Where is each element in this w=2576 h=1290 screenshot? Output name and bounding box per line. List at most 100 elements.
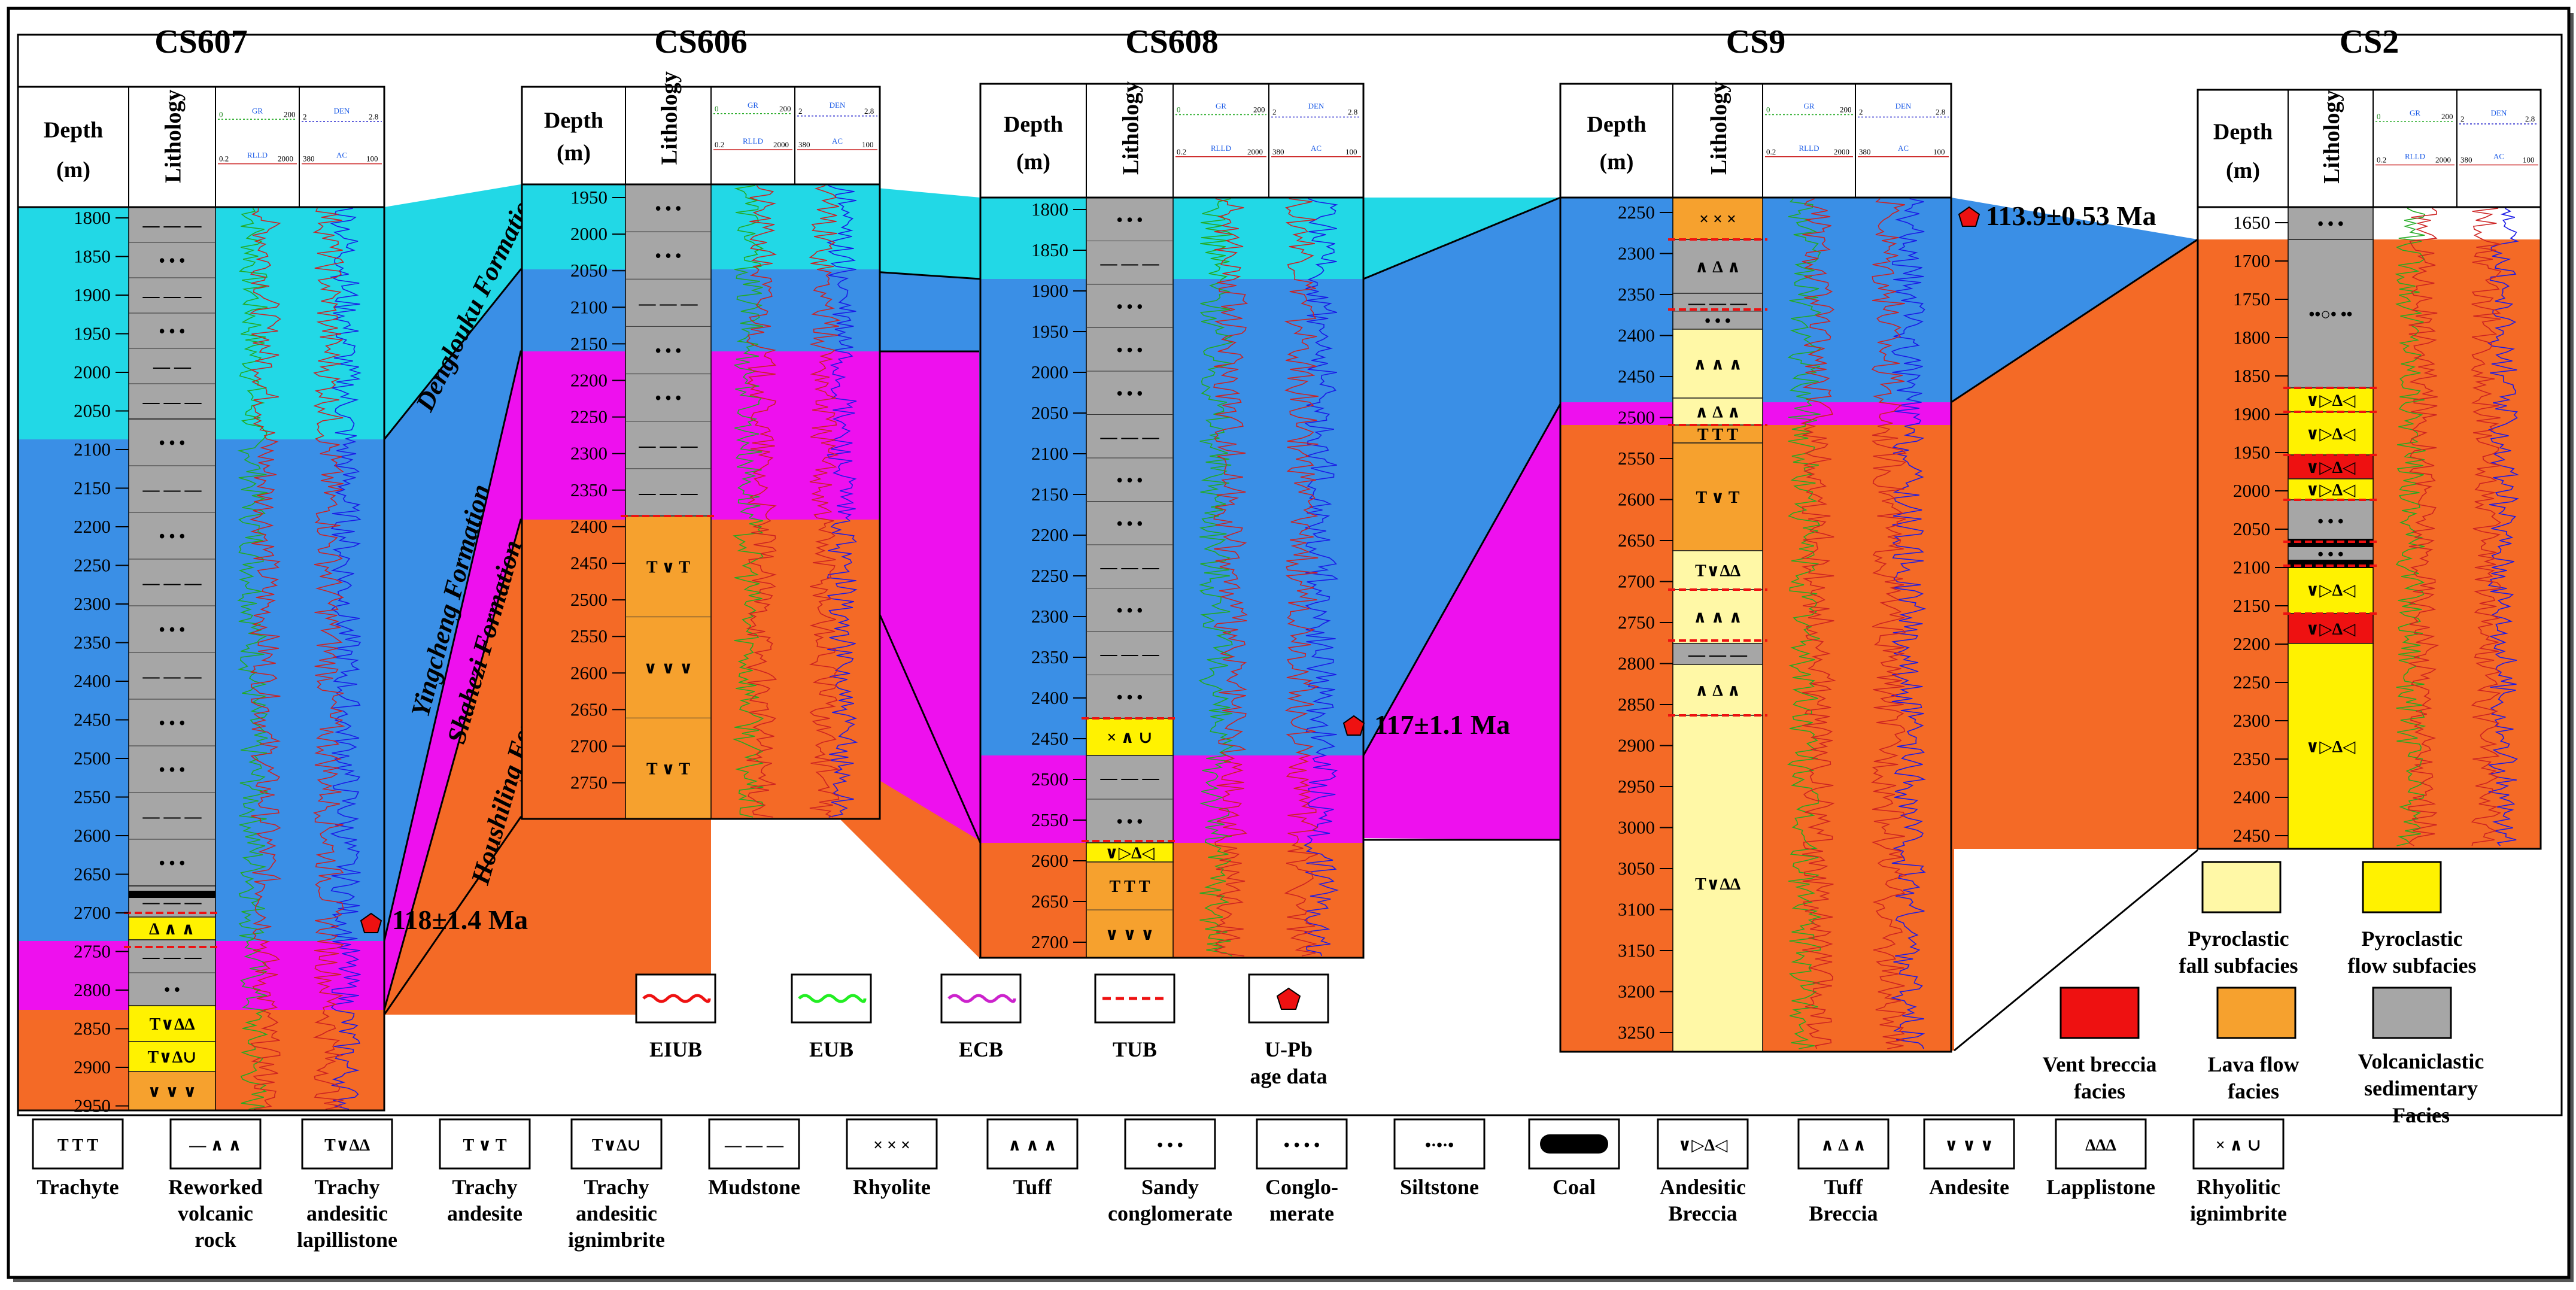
pyro-flow-label-2: flow subfacies xyxy=(2348,954,2477,978)
svg-text:2000: 2000 xyxy=(2435,156,2451,165)
svg-text:2000: 2000 xyxy=(1247,147,1263,156)
lith-legend-label: Mudstone xyxy=(708,1175,800,1199)
depth-tick-label: 1900 xyxy=(1031,280,1068,301)
lith-legend-swatch xyxy=(1393,1118,1486,1170)
lith-legend-label: merate xyxy=(1269,1201,1334,1225)
lith-symbol: ∧ ∆ ∧ xyxy=(1695,258,1741,277)
depth-axis: 1800185019001950200020502100215022002250… xyxy=(74,207,129,1116)
depth-tick-label: 1950 xyxy=(570,187,607,208)
svg-text:380: 380 xyxy=(2460,156,2472,165)
lith-legend-label: andesite xyxy=(447,1201,523,1225)
lith-legend-swatch xyxy=(1657,1118,1749,1170)
lith-symbol: T ∨ T xyxy=(1696,488,1739,507)
depth-tick-label: 2300 xyxy=(2233,710,2270,731)
legend-upb-label-2: age data xyxy=(1250,1064,1328,1088)
lith-legend-label: Andesite xyxy=(1929,1175,2009,1199)
lithology-header: Lithology xyxy=(2319,90,2344,184)
depth-tick-label: 2500 xyxy=(74,748,111,769)
lith-legend-swatch xyxy=(301,1118,393,1170)
svg-text:380: 380 xyxy=(303,154,315,163)
pentagon-icon xyxy=(1958,206,1980,227)
depth-tick-label: 2450 xyxy=(2233,825,2270,846)
lith-legend-swatch xyxy=(169,1118,262,1170)
log-curve xyxy=(809,185,841,818)
svg-text:RLLD: RLLD xyxy=(1211,144,1231,153)
lith-legend-swatch xyxy=(846,1118,938,1170)
swatch-volcaniclastic xyxy=(2372,987,2452,1039)
lith-symbol: — — — xyxy=(1100,254,1160,273)
depth-axis: 2250230023502400245025002550260026502700… xyxy=(1618,202,1673,1043)
lith-legend-item: •·•·•Siltstone xyxy=(1393,1118,1486,1199)
svg-text:380: 380 xyxy=(1859,147,1871,156)
svg-text:380: 380 xyxy=(1272,147,1284,156)
depth-tick-label: 2950 xyxy=(1618,776,1655,797)
lith-interval xyxy=(2288,239,2374,388)
depth-tick-label: 3050 xyxy=(1618,858,1655,879)
depth-header: Depth xyxy=(1587,112,1646,137)
depth-tick-label: 1800 xyxy=(1031,199,1068,220)
age-label-cs9: 113.9±0.53 Ma xyxy=(1986,201,2156,231)
lith-symbol: ∨▷∆◁ xyxy=(2306,481,2356,500)
svg-text:AC: AC xyxy=(1898,144,1909,153)
lithology-header: Lithology xyxy=(161,90,186,183)
lith-symbol: T ∨ T xyxy=(646,558,690,576)
depth-tick-label: 2700 xyxy=(1031,931,1068,952)
depth-tick-label: 2900 xyxy=(1618,735,1655,756)
lith-symbol: T T T xyxy=(1697,426,1738,444)
depth-tick-label: 1950 xyxy=(2233,442,2270,463)
depth-tick-label: 2300 xyxy=(570,443,607,464)
depth-tick-label: 2700 xyxy=(74,902,111,923)
depth-tick-label: 2400 xyxy=(2233,787,2270,808)
lith-legend-label: andesitic xyxy=(576,1201,657,1225)
depth-tick-label: 2850 xyxy=(1618,694,1655,715)
svg-text:RLLD: RLLD xyxy=(247,151,268,160)
svg-text:2.8: 2.8 xyxy=(2525,114,2535,123)
lith-legend-symbol: — ∧ ∧ xyxy=(189,1136,241,1155)
lith-symbol: ∧ ∆ ∧ xyxy=(1695,682,1741,700)
depth-tick-label: 2950 xyxy=(74,1095,111,1116)
lith-legend-symbol: — — — xyxy=(724,1136,784,1155)
volc-label-1: Volcaniclastic xyxy=(2358,1049,2484,1073)
lith-legend-label: ignimbrite xyxy=(568,1228,665,1252)
depth-header: Depth xyxy=(2213,119,2273,144)
lithology-column: • • •— — —• • •• • •• • •— — —• • •• • •… xyxy=(1082,197,1178,958)
log-curve xyxy=(2407,208,2440,846)
lith-interval xyxy=(1672,329,1763,399)
pentagon-icon xyxy=(1276,987,1301,1010)
log-curves xyxy=(1787,198,1927,1049)
lith-symbol: • • • xyxy=(159,323,185,341)
lith-legend-label: volcanic xyxy=(178,1201,253,1225)
lithology-column: — — —• • •— — —• • •— —— — —• • •— — —• … xyxy=(124,207,220,1111)
log-curves xyxy=(237,208,362,1110)
depth-tick-label: 2550 xyxy=(1031,809,1068,830)
svg-text:100: 100 xyxy=(2523,156,2535,165)
log-curve xyxy=(249,208,282,1110)
svg-text:2: 2 xyxy=(1272,108,1277,117)
depth-tick-label: 2550 xyxy=(74,787,111,808)
lith-symbol: • • • xyxy=(2317,512,2343,531)
svg-text:100: 100 xyxy=(366,154,378,163)
lith-symbol: × ∧ ∪ xyxy=(1107,729,1152,747)
well-name: CS9 xyxy=(1726,23,1786,60)
depth-tick-label: 2400 xyxy=(1618,325,1655,346)
lith-symbol: ∧ ∧ ∧ xyxy=(1693,608,1742,627)
lith-symbol: — — — xyxy=(1688,646,1748,664)
legend-ecb: ECB xyxy=(940,973,1022,1061)
svg-text:100: 100 xyxy=(1933,147,1945,156)
depth-tick-label: 2450 xyxy=(570,553,607,573)
lith-symbol: ∨▷∆◁ xyxy=(2306,391,2356,410)
pentagon-icon xyxy=(360,912,382,933)
legend-tub-label: TUB xyxy=(1113,1037,1157,1061)
depth-tick-label: 1950 xyxy=(1031,321,1068,342)
depth-tick-label: 2050 xyxy=(74,400,111,421)
log-header xyxy=(17,86,385,208)
lith-legend-swatch xyxy=(708,1118,800,1170)
log-curve xyxy=(1787,198,1822,1049)
